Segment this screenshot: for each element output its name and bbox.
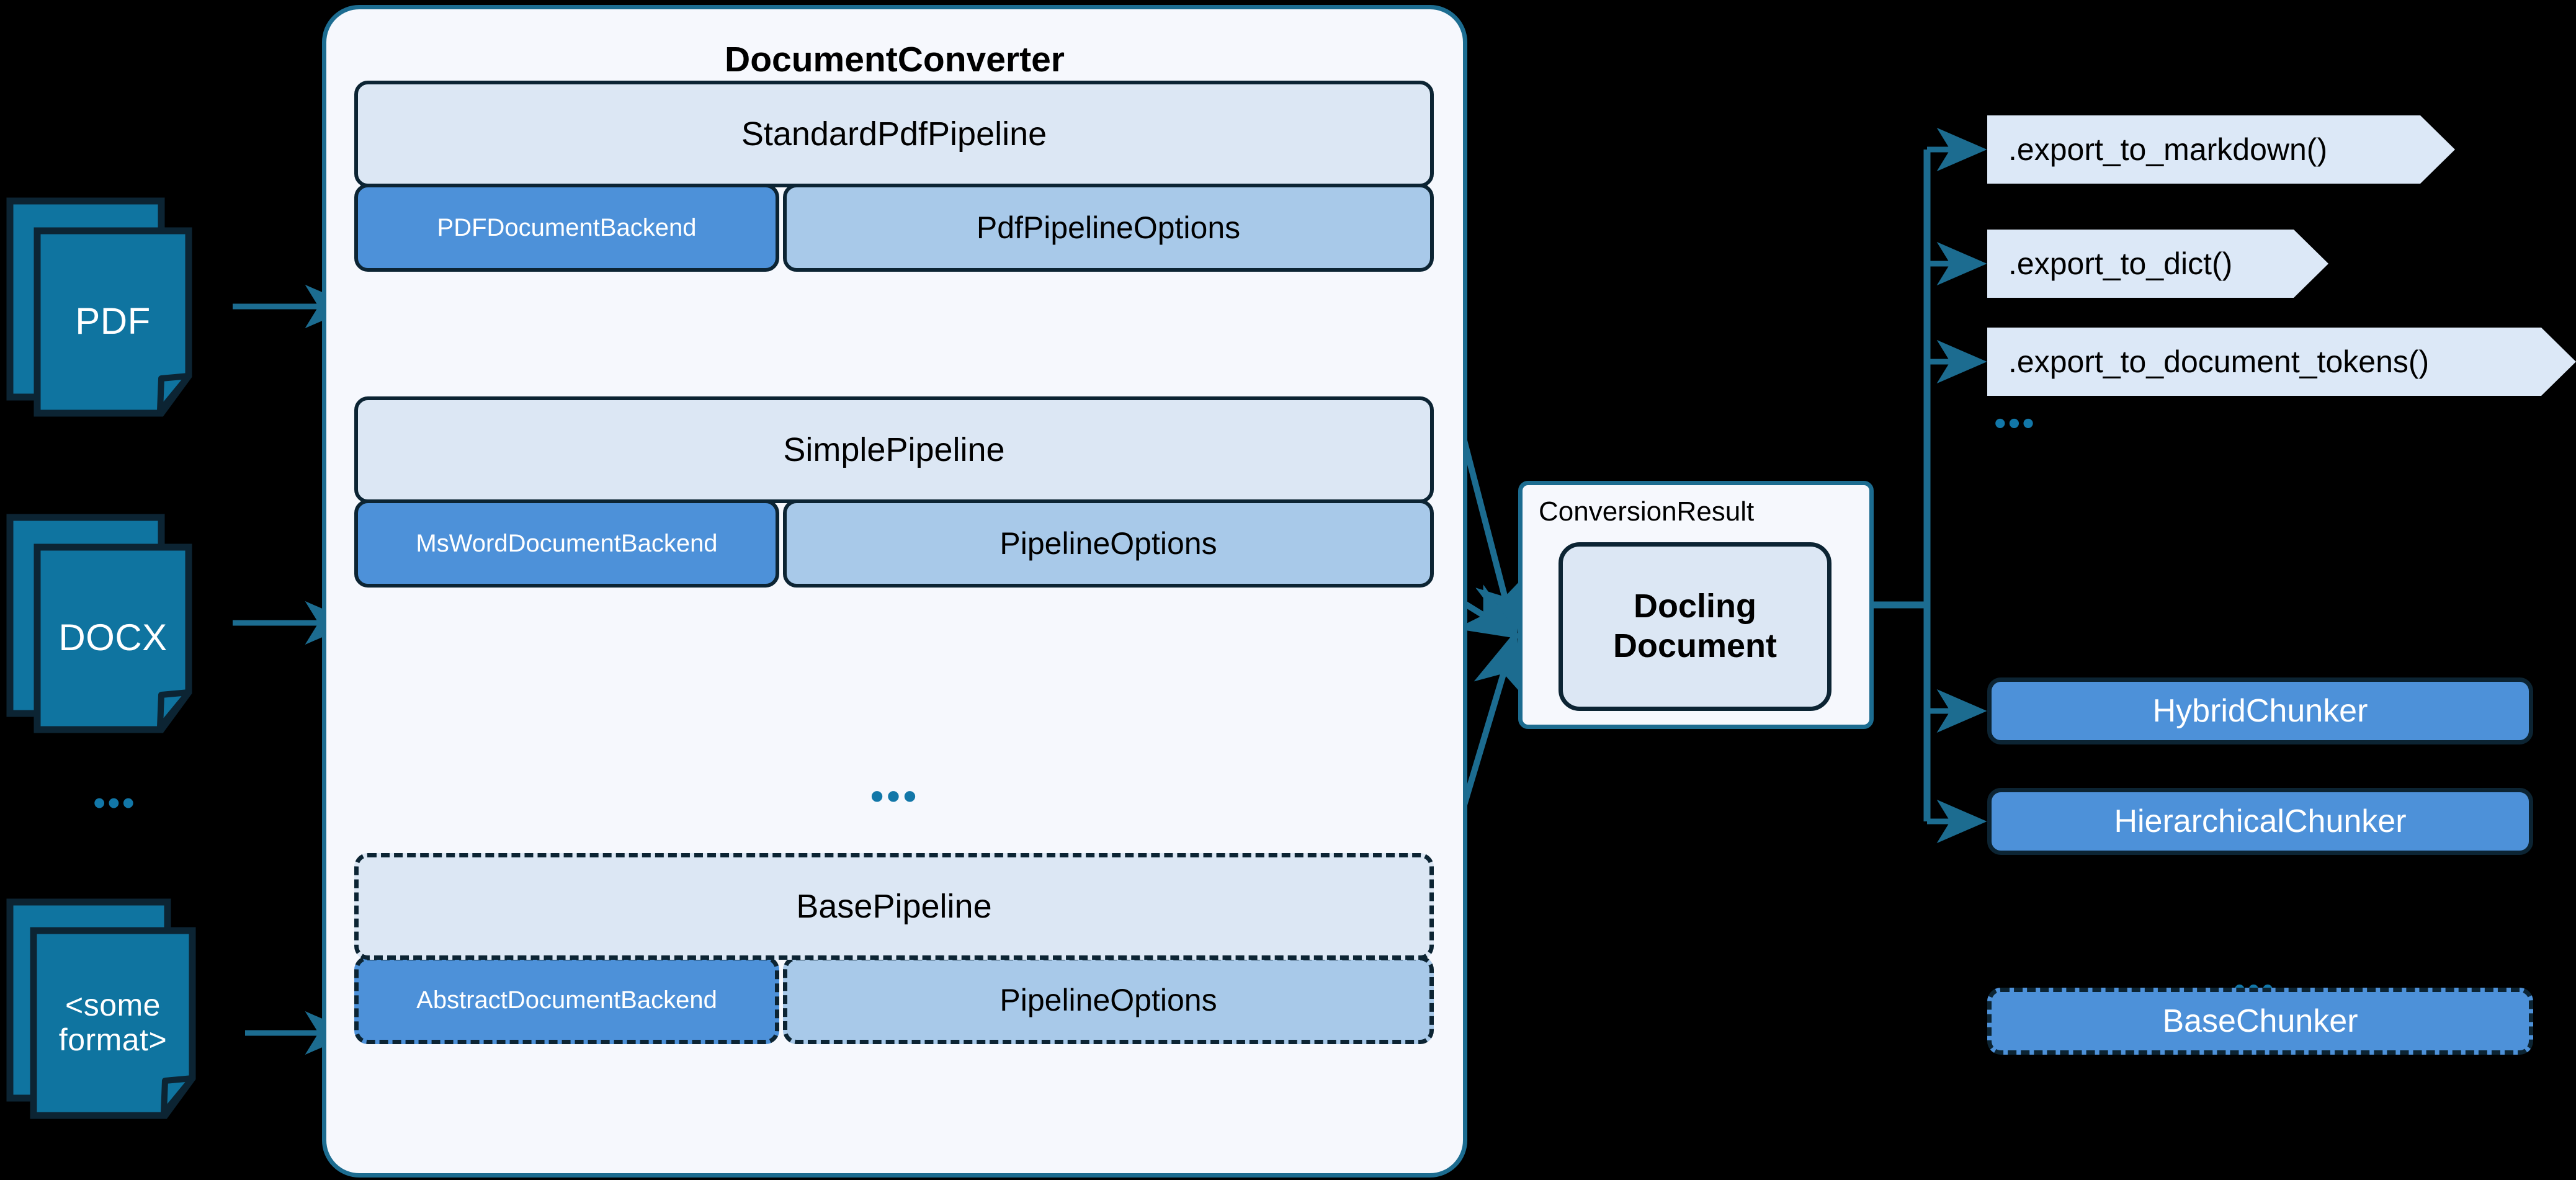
export-ellipsis: ••• — [1994, 403, 2036, 442]
input-doc-someformat[interactable]: <some format> — [5, 893, 241, 1142]
document-stack-icon — [6, 898, 196, 1119]
pipeline-backend[interactable]: PDFDocumentBackend — [354, 184, 779, 272]
pipeline-members: PDFDocumentBackend PdfPipelineOptions — [354, 184, 1434, 272]
input-doc-label: DOCX — [58, 617, 168, 659]
export-markdown-chevron[interactable]: .export_to_markdown() — [1987, 115, 2455, 184]
pipeline-name[interactable]: BasePipeline — [354, 853, 1434, 960]
pipeline-options[interactable]: PipelineOptions — [783, 956, 1434, 1044]
document-stack-icon — [6, 514, 192, 733]
chunker-base[interactable]: BaseChunker — [1987, 988, 2533, 1055]
pipeline-group-base[interactable]: BasePipeline AbstractDocumentBackend Pip… — [354, 853, 1434, 1044]
converter-ellipsis: ••• — [870, 774, 919, 818]
pipeline-options[interactable]: PipelineOptions — [783, 499, 1434, 588]
document-converter-panel: DocumentConverter StandardPdfPipeline PD… — [322, 5, 1467, 1178]
input-doc-docx[interactable]: DOCX — [5, 509, 222, 738]
pipeline-options[interactable]: PdfPipelineOptions — [783, 184, 1434, 272]
pipeline-backend[interactable]: AbstractDocumentBackend — [354, 956, 779, 1044]
export-label: .export_to_dict() — [2008, 246, 2233, 281]
document-stack-icon — [6, 197, 192, 417]
input-doc-label: PDF — [75, 300, 151, 342]
page-title: DocumentConverter — [725, 40, 1065, 79]
conversion-result-panel: ConversionResult Docling Document — [1518, 481, 1874, 729]
pipeline-group-simple[interactable]: SimplePipeline MsWordDocumentBackend Pip… — [354, 396, 1434, 588]
pipeline-members: MsWordDocumentBackend PipelineOptions — [354, 499, 1434, 588]
conversion-result-label: ConversionResult — [1539, 496, 1755, 527]
chunker-hierarchical[interactable]: HierarchicalChunker — [1987, 788, 2533, 855]
input-doc-pdf[interactable]: PDF — [5, 192, 222, 422]
pipeline-backend[interactable]: MsWordDocumentBackend — [354, 499, 779, 588]
pipeline-name[interactable]: StandardPdfPipeline — [354, 81, 1434, 187]
pipeline-members: AbstractDocumentBackend PipelineOptions — [354, 956, 1434, 1044]
pipeline-group-standard-pdf[interactable]: StandardPdfPipeline PDFDocumentBackend P… — [354, 81, 1434, 272]
export-label: .export_to_document_tokens() — [2008, 344, 2430, 379]
input-doc-label: <some format> — [58, 988, 168, 1057]
pipeline-name[interactable]: SimplePipeline — [354, 396, 1434, 503]
export-label: .export_to_markdown() — [2008, 132, 2328, 167]
docling-document-node[interactable]: Docling Document — [1559, 542, 1831, 711]
chunker-hybrid[interactable]: HybridChunker — [1987, 677, 2533, 744]
export-document-tokens-chevron[interactable]: .export_to_document_tokens() — [1987, 328, 2576, 396]
input-ellipsis: ••• — [93, 783, 136, 823]
export-dict-chevron[interactable]: .export_to_dict() — [1987, 230, 2328, 298]
